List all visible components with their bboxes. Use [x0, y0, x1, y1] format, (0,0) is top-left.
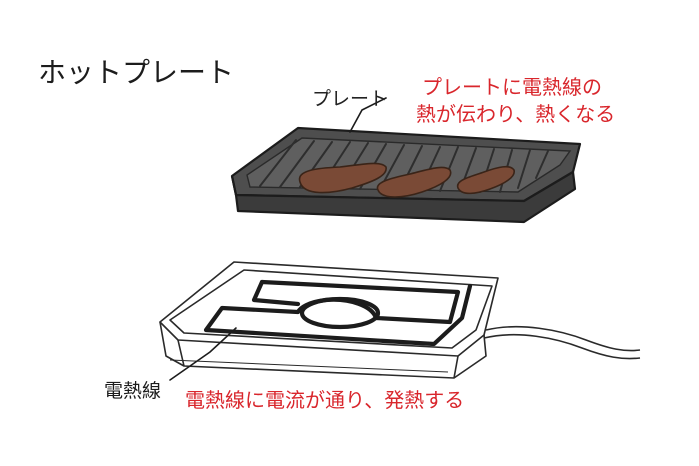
- meat-piece-1: [298, 162, 387, 194]
- plate-note-line-1: プレートに電熱線の: [422, 75, 602, 99]
- heating-wire-note: 電熱線に電流が通り、発熱する: [185, 388, 465, 412]
- plate-label: プレート: [312, 88, 389, 110]
- grill-plate: [230, 126, 582, 224]
- plate-note-line-2: 熱が伝わり、熱くなる: [416, 102, 616, 126]
- diagram-title: ホットプレート: [38, 56, 235, 89]
- meat-piece-2: [376, 166, 452, 198]
- heating-wire-label: 電熱線: [104, 380, 162, 402]
- base-tray: [159, 261, 641, 379]
- heating-wire: [203, 279, 473, 347]
- heating-wire-leader-line: [169, 327, 237, 381]
- meat-piece-3: [456, 165, 515, 195]
- plate-leader-line: [349, 97, 387, 133]
